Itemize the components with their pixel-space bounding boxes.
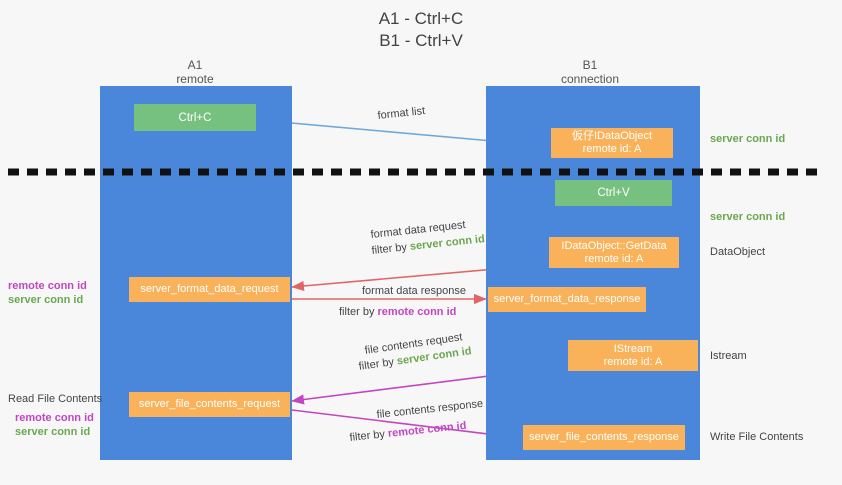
filter-key-remote-conn-id: remote conn id [387,419,467,440]
lane-b1-sub: connection [560,72,620,86]
left-label-read-file-contents: Read File Contents [8,393,103,405]
box-ctrl-c-label: Ctrl+C [178,111,212,124]
filter-prefix: filter by [349,427,389,444]
right-label-server-conn-id-mid-text: server conn id [710,211,786,223]
right-label-write-file-contents: Write File Contents [710,431,804,443]
label-format-data-response-filter: filter by remote conn id [339,306,456,318]
box-server-file-contents-request[interactable]: server_file_contents_request [129,392,290,417]
left-label-conn-id-group-1: remote conn id server conn id [8,279,87,307]
arrow-file-contents-response [291,409,522,442]
left-label-server-conn-id-1: server conn id [8,294,84,306]
box-idataobject-line1: 仮仔IDataObject [571,130,653,142]
left-label-server-conn-id-2: server conn id [15,426,91,438]
right-label-dataobject: DataObject [710,246,766,258]
box-server-format-data-response[interactable]: server_format_data_response [488,287,646,312]
label-file-contents-response: file contents response [376,397,484,421]
box-istream-line1: IStream [613,342,653,355]
lane-header-b1: B1 connection [500,58,680,86]
box-server-format-data-response-label: server_format_data_response [493,293,641,305]
left-label-remote-conn-id-1: remote conn id [8,280,87,292]
box-idataobject-getdata[interactable]: IDataObject::GetData remote id: A [549,237,679,268]
filter-prefix: filter by [358,355,398,373]
right-label-istream: Istream [710,350,747,362]
box-istream[interactable]: IStream remote id: A [568,340,698,371]
box-server-format-data-request[interactable]: server_format_data_request [129,277,290,302]
label-format-list: format list [377,105,426,122]
filter-prefix: filter by [371,240,411,257]
box-istream-line2: remote id: A [603,355,663,368]
right-label-server-conn-id-top-text: server conn id [710,133,786,145]
box-getdata-line1: IDataObject::GetData [561,239,667,252]
box-ctrl-c[interactable]: Ctrl+C [134,104,256,131]
diagram-title: A1 - Ctrl+C B1 - Ctrl+V [0,8,842,52]
box-getdata-line2: remote id: A [584,252,644,265]
box-server-file-contents-response-label: server_file_contents_response [529,431,679,443]
filter-key-server-conn-id: server conn id [409,233,486,253]
box-ctrl-v[interactable]: Ctrl+V [555,180,672,206]
box-server-file-contents-request-label: server_file_contents_request [138,398,281,410]
title-line-2: B1 - Ctrl+V [379,31,463,50]
box-server-format-data-request-label: server_format_data_request [140,283,279,295]
label-format-data-response: format data response [362,285,466,297]
lane-a1-name: A1 [187,58,203,72]
title-line-1: A1 - Ctrl+C [378,9,464,28]
right-label-server-conn-id-mid: server conn id [710,210,785,224]
lane-a1-sub: remote [176,72,214,86]
box-idataobject-line2: remote id: A [582,143,642,155]
lane-header-a1: A1 remote [105,58,285,86]
left-label-conn-id-group-2: remote conn id server conn id [15,411,94,439]
box-idataobject[interactable]: 仮仔IDataObject remote id: A [551,128,673,158]
filter-prefix: filter by [339,306,378,318]
left-label-remote-conn-id-2: remote conn id [15,412,94,424]
filter-key-remote-conn-id: remote conn id [377,306,457,318]
label-file-contents-response-filter: filter by remote conn id [349,420,467,444]
box-ctrl-v-label: Ctrl+V [597,187,630,199]
right-label-server-conn-id-top: server conn id [710,132,785,146]
lane-b1-name: B1 [582,58,598,72]
box-server-file-contents-response[interactable]: server_file_contents_response [523,425,685,450]
